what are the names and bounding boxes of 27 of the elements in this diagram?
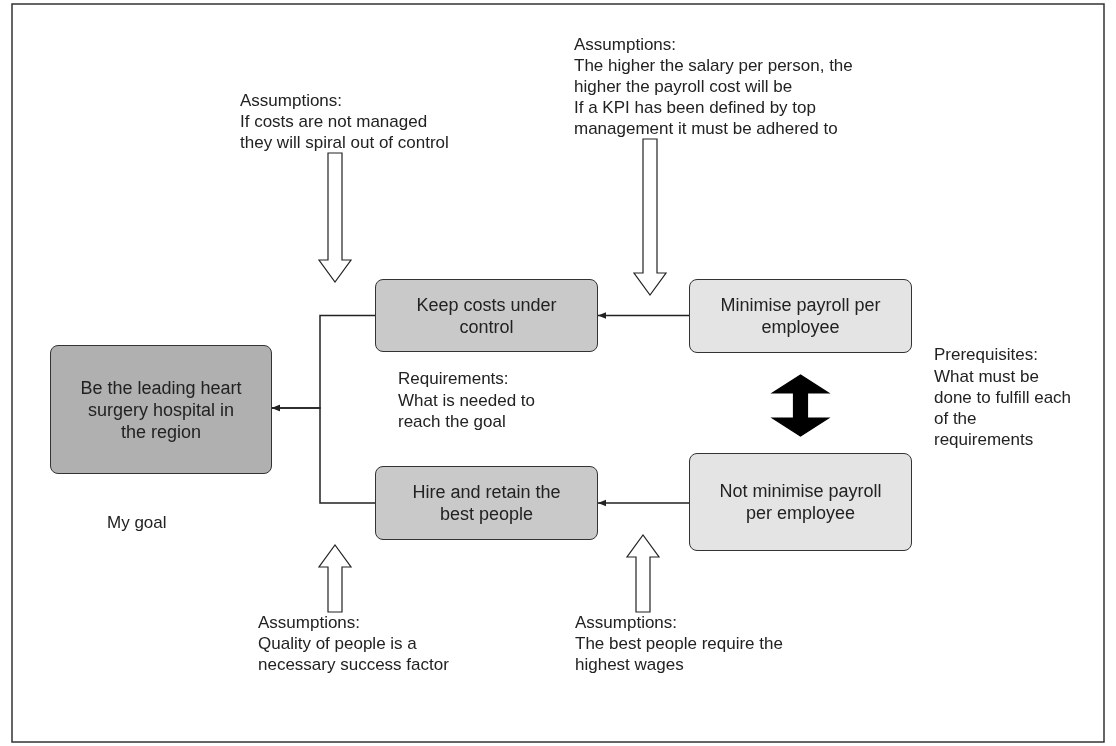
- arrow: [597, 499, 690, 507]
- arrow: [597, 312, 690, 319]
- requirement-box: Hire and retain the best people: [375, 466, 598, 540]
- prerequisite-box: Minimise payroll per employee: [689, 279, 912, 353]
- hollow-block-arrow: [317, 543, 353, 613]
- hollow-block-arrow: [317, 152, 353, 284]
- assumption-text: The higher the salary per person, the higher the payroll cost will be: [574, 55, 854, 97]
- requirement-box: Keep costs under control: [375, 279, 598, 352]
- hollow-block-arrow: [625, 533, 661, 613]
- section-description: What must be done to fulfill each of the requirements: [934, 366, 1073, 450]
- assumption-heading: Assumptions:: [258, 612, 361, 633]
- assumption-text: Quality of people is a necessary success factor: [258, 633, 450, 675]
- assumption-text: If a KPI has been defined by top management it must be adhered to: [574, 97, 839, 139]
- assumption-heading: Assumptions:: [575, 612, 678, 633]
- assumption-heading: Assumptions:: [240, 90, 343, 111]
- assumption-text: If costs are not managed they will spiral out of control: [240, 111, 450, 153]
- prerequisite-box: Not minimise payroll per employee: [689, 453, 912, 551]
- assumption-text: The best people require the highest wages: [575, 633, 784, 675]
- section-heading: Requirements:: [398, 368, 510, 389]
- section-heading: Prerequisites:: [934, 344, 1039, 365]
- goal-box: Be the leading heart surgery hospital in the region: [50, 345, 272, 474]
- assumption-heading: Assumptions:: [574, 34, 677, 55]
- hollow-block-arrow: [632, 138, 668, 297]
- goal-caption: My goal: [107, 512, 168, 533]
- double-block-arrow: [770, 374, 831, 437]
- arrow: [271, 404, 376, 504]
- section-description: What is needed to reach the goal: [398, 390, 537, 432]
